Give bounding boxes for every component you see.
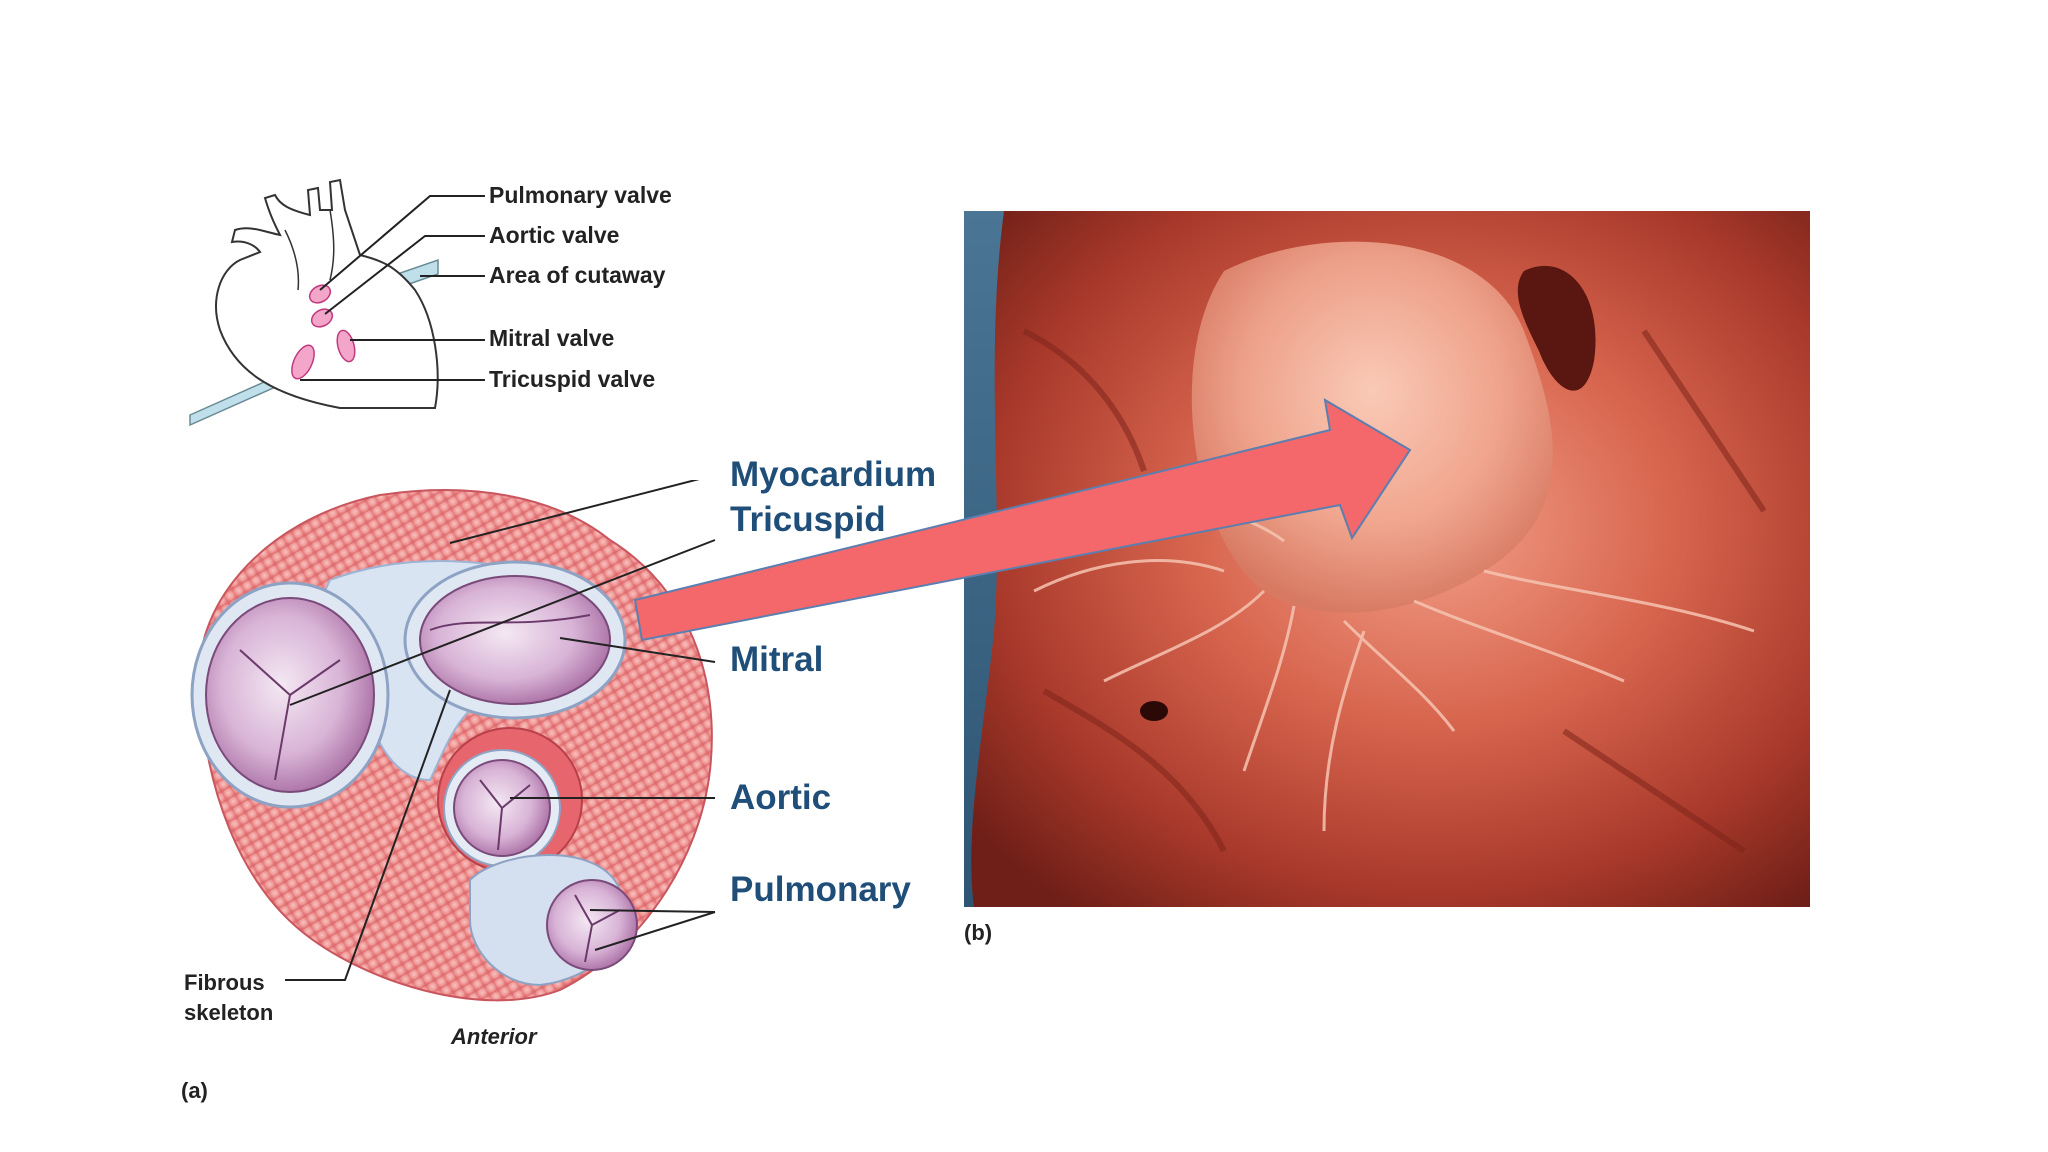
label-anterior: Anterior (451, 1024, 537, 1049)
label-fibrous-line2: skeleton (184, 1000, 274, 1025)
callout-mitral: Mitral (730, 640, 824, 679)
label-aortic-valve: Aortic valve (489, 222, 620, 248)
callout-aortic: Aortic (730, 778, 832, 817)
heart-outline-diagram (189, 178, 485, 427)
label-area-of-cutaway: Area of cutaway (489, 262, 666, 288)
leader-pulmonary-2 (594, 911, 716, 951)
leader-pulmonary (319, 195, 485, 291)
mitral-valve-dot (336, 329, 356, 363)
pointer-arrow-shape (633, 398, 1412, 642)
callout-tricuspid: Tricuspid (730, 500, 886, 539)
pointer-arrow (633, 398, 1412, 642)
leader-aortic (324, 235, 485, 315)
label-pulmonary-valve: Pulmonary valve (489, 182, 672, 208)
aortic-commissures (479, 779, 531, 851)
leader-tricuspid (289, 539, 716, 706)
pulmonary-valve-dot (308, 284, 332, 304)
photo-dark-opening (1517, 265, 1596, 391)
photo-trabeculae (1022, 328, 1767, 854)
label-fibrous-line1: Fibrous (184, 970, 265, 995)
mitral-valve-leaflets (419, 575, 611, 705)
heart-dissection-photo (964, 211, 1810, 907)
label-fibrous-skeleton: Fibrous skeleton (184, 968, 273, 1028)
label-mitral-valve: Mitral valve (489, 325, 615, 351)
leader-fibrous-skeleton (285, 689, 451, 981)
leader-myocardium (449, 480, 700, 544)
panel-label-a: (a) (181, 1078, 208, 1103)
callout-pulmonary: Pulmonary (730, 870, 911, 909)
pulmonary-commissures (574, 894, 621, 963)
leader-mitral (559, 637, 716, 663)
tricuspid-valve-dot (291, 344, 315, 380)
mitral-commissure (429, 614, 591, 631)
label-tricuspid-valve: Tricuspid valve (489, 366, 656, 392)
leader-pulmonary-1 (589, 909, 716, 913)
heart-vessel-lines (284, 209, 335, 291)
valve-cross-section-illustration (190, 480, 716, 1002)
panel-label-b: (b) (964, 920, 993, 945)
photo-dark-spot (1140, 701, 1168, 721)
callout-myocardium: Myocardium (730, 455, 937, 494)
tricuspid-commissures (239, 649, 341, 781)
